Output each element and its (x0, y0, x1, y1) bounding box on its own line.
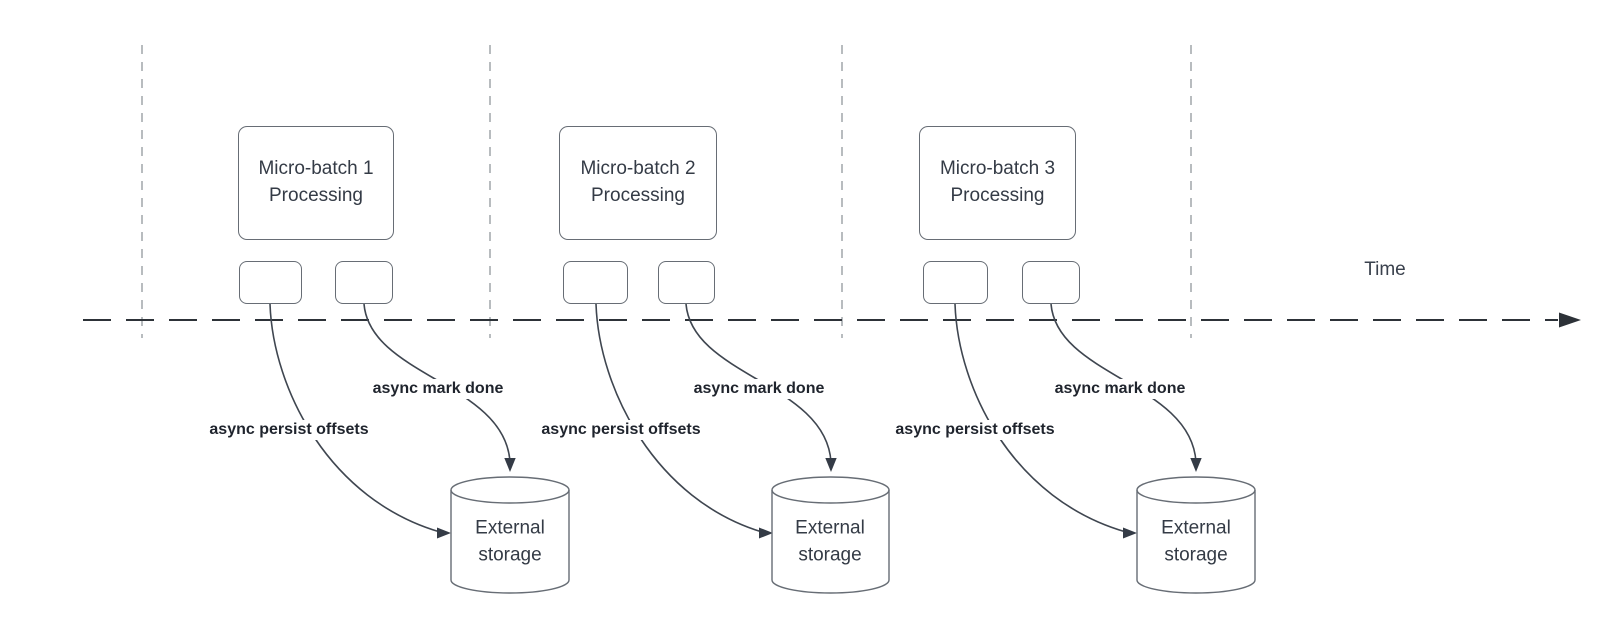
mark-done-arrowhead-icon-2 (825, 458, 837, 472)
time-axis-label: Time (1364, 259, 1406, 280)
persist-task-box-2 (563, 261, 628, 304)
mark-done-task-box-3 (1022, 261, 1080, 304)
persist-offsets-label-2: async persist offsets (538, 420, 704, 440)
persist-offsets-arrowhead-icon-1 (437, 527, 451, 539)
storage-cylinder-2 (771, 476, 890, 594)
storage-label-1: External storage (475, 517, 545, 565)
persist-offsets-label-3: async persist offsets (892, 420, 1058, 440)
persist-task-box-3 (923, 261, 988, 304)
persist-offsets-curve-1 (269, 303, 441, 533)
micro-batch-box-2: Micro-batch 2 Processing (559, 126, 717, 240)
mark-done-task-box-2 (658, 261, 715, 304)
storage-label-2: External storage (795, 517, 865, 565)
storage-cylinder-1 (450, 476, 570, 594)
micro-batch-box-3: Micro-batch 3 Processing (919, 126, 1076, 240)
mark-done-label-3: async mark done (1051, 379, 1189, 399)
mark-done-label-2: async mark done (690, 379, 828, 399)
mark-done-arrowhead-icon-1 (504, 458, 516, 472)
mark-done-task-box-1 (335, 261, 393, 304)
storage-cylinder-rim-2 (771, 489, 890, 504)
storage-cylinder-rim-1 (450, 489, 570, 504)
persist-offsets-label-1: async persist offsets (206, 420, 372, 440)
mark-done-label-1: async mark done (369, 379, 507, 399)
storage-label-3: External storage (1161, 517, 1231, 565)
persist-task-box-1 (239, 261, 302, 304)
persist-offsets-arrowhead-icon-3 (1123, 527, 1137, 539)
persist-offsets-curve-3 (954, 303, 1127, 533)
persist-offsets-curve-2 (595, 303, 763, 533)
time-axis-arrowhead-icon (1559, 312, 1581, 328)
mark-done-arrowhead-icon-3 (1190, 458, 1202, 472)
storage-cylinder-3 (1136, 476, 1256, 594)
storage-cylinder-rim-3 (1136, 489, 1256, 504)
persist-offsets-arrowhead-icon-2 (759, 527, 773, 539)
micro-batch-box-1: Micro-batch 1 Processing (238, 126, 394, 240)
